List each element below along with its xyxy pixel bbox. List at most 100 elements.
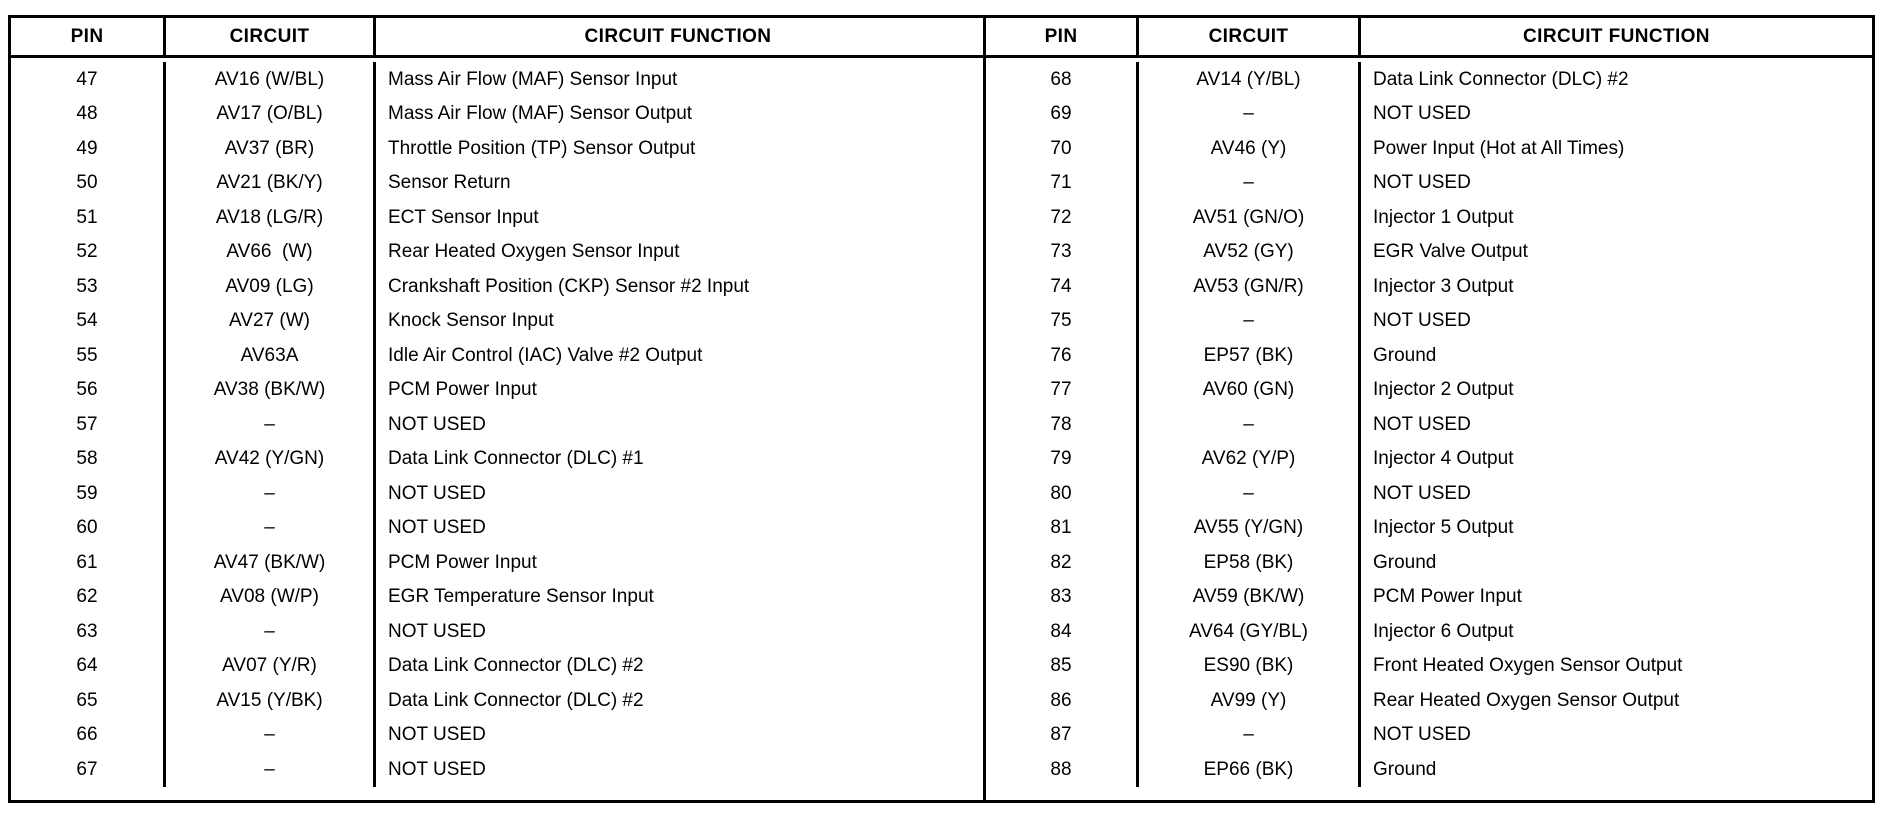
cell-function: NOT USED [373,407,980,442]
cell-circuit: AV59 (BK/W) [1136,579,1358,614]
cell-pin: 79 [1050,448,1072,470]
cell-function: Knock Sensor Input [373,303,980,338]
cell-circuit: AV63A [163,338,373,373]
table-header-right: PIN CIRCUIT CIRCUIT FUNCTION [986,18,1872,58]
cell-function: NOT USED [1358,717,1872,752]
table-row: 69–NOT USED [986,96,1872,131]
cell-circuit: EP58 (BK) [1136,545,1358,580]
cell-pin: 66 [76,724,98,746]
table-row: 80–NOT USED [986,476,1872,511]
cell-circuit: EP66 (BK) [1136,752,1358,787]
cell-circuit: – [163,752,373,787]
cell-pin: 52 [76,241,98,263]
cell-function: EGR Temperature Sensor Input [373,579,980,614]
cell-circuit: – [1136,717,1358,752]
cell-function: Throttle Position (TP) Sensor Output [373,131,980,166]
cell-function: ECT Sensor Input [373,200,980,235]
header-function: CIRCUIT FUNCTION [1358,18,1872,55]
cell-function: Mass Air Flow (MAF) Sensor Output [373,96,980,131]
cell-pin: 61 [76,551,98,573]
cell-circuit: AV52 (GY) [1136,234,1358,269]
cell-pin: 84 [1050,620,1072,642]
cell-function: Rear Heated Oxygen Sensor Input [373,234,980,269]
cell-circuit: AV38 (BK/W) [163,372,373,407]
cell-pin: 51 [76,206,98,228]
cell-function: Power Input (Hot at All Times) [1358,131,1872,166]
table-row: 77 AV60 (GN)Injector 2 Output [986,372,1872,407]
cell-function: Data Link Connector (DLC) #1 [373,441,980,476]
cell-circuit: AV62 (Y/P) [1136,441,1358,476]
cell-function: NOT USED [1358,96,1872,131]
cell-pin: 47 [76,68,98,90]
table-row: 87–NOT USED [986,717,1872,752]
cell-circuit: AV53 (GN/R) [1136,269,1358,304]
cell-circuit: – [163,476,373,511]
cell-function: NOT USED [373,476,980,511]
cell-pin: 57 [76,413,98,435]
cell-function: NOT USED [373,614,980,649]
cell-circuit: – [1136,303,1358,338]
cell-function: NOT USED [373,717,980,752]
cell-pin: 53 [76,275,98,297]
cell-pin: 81 [1050,517,1072,539]
cell-circuit: AV07 (Y/R) [163,648,373,683]
header-pin: PIN [70,26,104,47]
cell-circuit: AV64 (GY/BL) [1136,614,1358,649]
cell-circuit: AV18 (LG/R) [163,200,373,235]
cell-circuit: – [163,407,373,442]
cell-circuit: ES90 (BK) [1136,648,1358,683]
table-row: 75–NOT USED [986,303,1872,338]
cell-circuit: AV17 (O/BL) [163,96,373,131]
cell-pin: 68 [1050,68,1072,90]
cell-pin: 73 [1050,241,1072,263]
cell-pin: 69 [1050,103,1072,125]
cell-pin: 48 [76,103,98,125]
table-row: 63–NOT USED [11,614,983,649]
cell-pin: 72 [1050,206,1072,228]
cell-function: Injector 5 Output [1358,510,1872,545]
cell-pin: 67 [76,758,98,780]
cell-pin: 55 [76,344,98,366]
cell-circuit: AV08 (W/P) [163,579,373,614]
cell-pin: 71 [1050,172,1072,194]
cell-circuit: AV60 (GN) [1136,372,1358,407]
cell-function: NOT USED [1358,407,1872,442]
cell-pin: 76 [1050,344,1072,366]
cell-pin: 85 [1050,655,1072,677]
cell-function: NOT USED [1358,476,1872,511]
table-row: 48 AV17 (O/BL)Mass Air Flow (MAF) Sensor … [11,96,983,131]
table-row: 60–NOT USED [11,510,983,545]
cell-pin: 88 [1050,758,1072,780]
table-row: 66–NOT USED [11,717,983,752]
cell-circuit: AV09 (LG) [163,269,373,304]
cell-circuit: AV51 (GN/O) [1136,200,1358,235]
cell-function: NOT USED [1358,165,1872,200]
cell-function: Injector 2 Output [1358,372,1872,407]
cell-function: NOT USED [1358,303,1872,338]
cell-circuit: AV14 (Y/BL) [1136,62,1358,97]
cell-pin: 59 [76,482,98,504]
cell-circuit: AV47 (BK/W) [163,545,373,580]
table-row: 57 –NOT USED [11,407,983,442]
cell-circuit: AV99 (Y) [1136,683,1358,718]
table-row: 59 –NOT USED [11,476,983,511]
cell-circuit: – [1136,407,1358,442]
cell-function: PCM Power Input [373,372,980,407]
cell-circuit: AV27 (W) [163,303,373,338]
cell-pin: 77 [1050,379,1072,401]
cell-circuit: AV66 (W) [163,234,373,269]
